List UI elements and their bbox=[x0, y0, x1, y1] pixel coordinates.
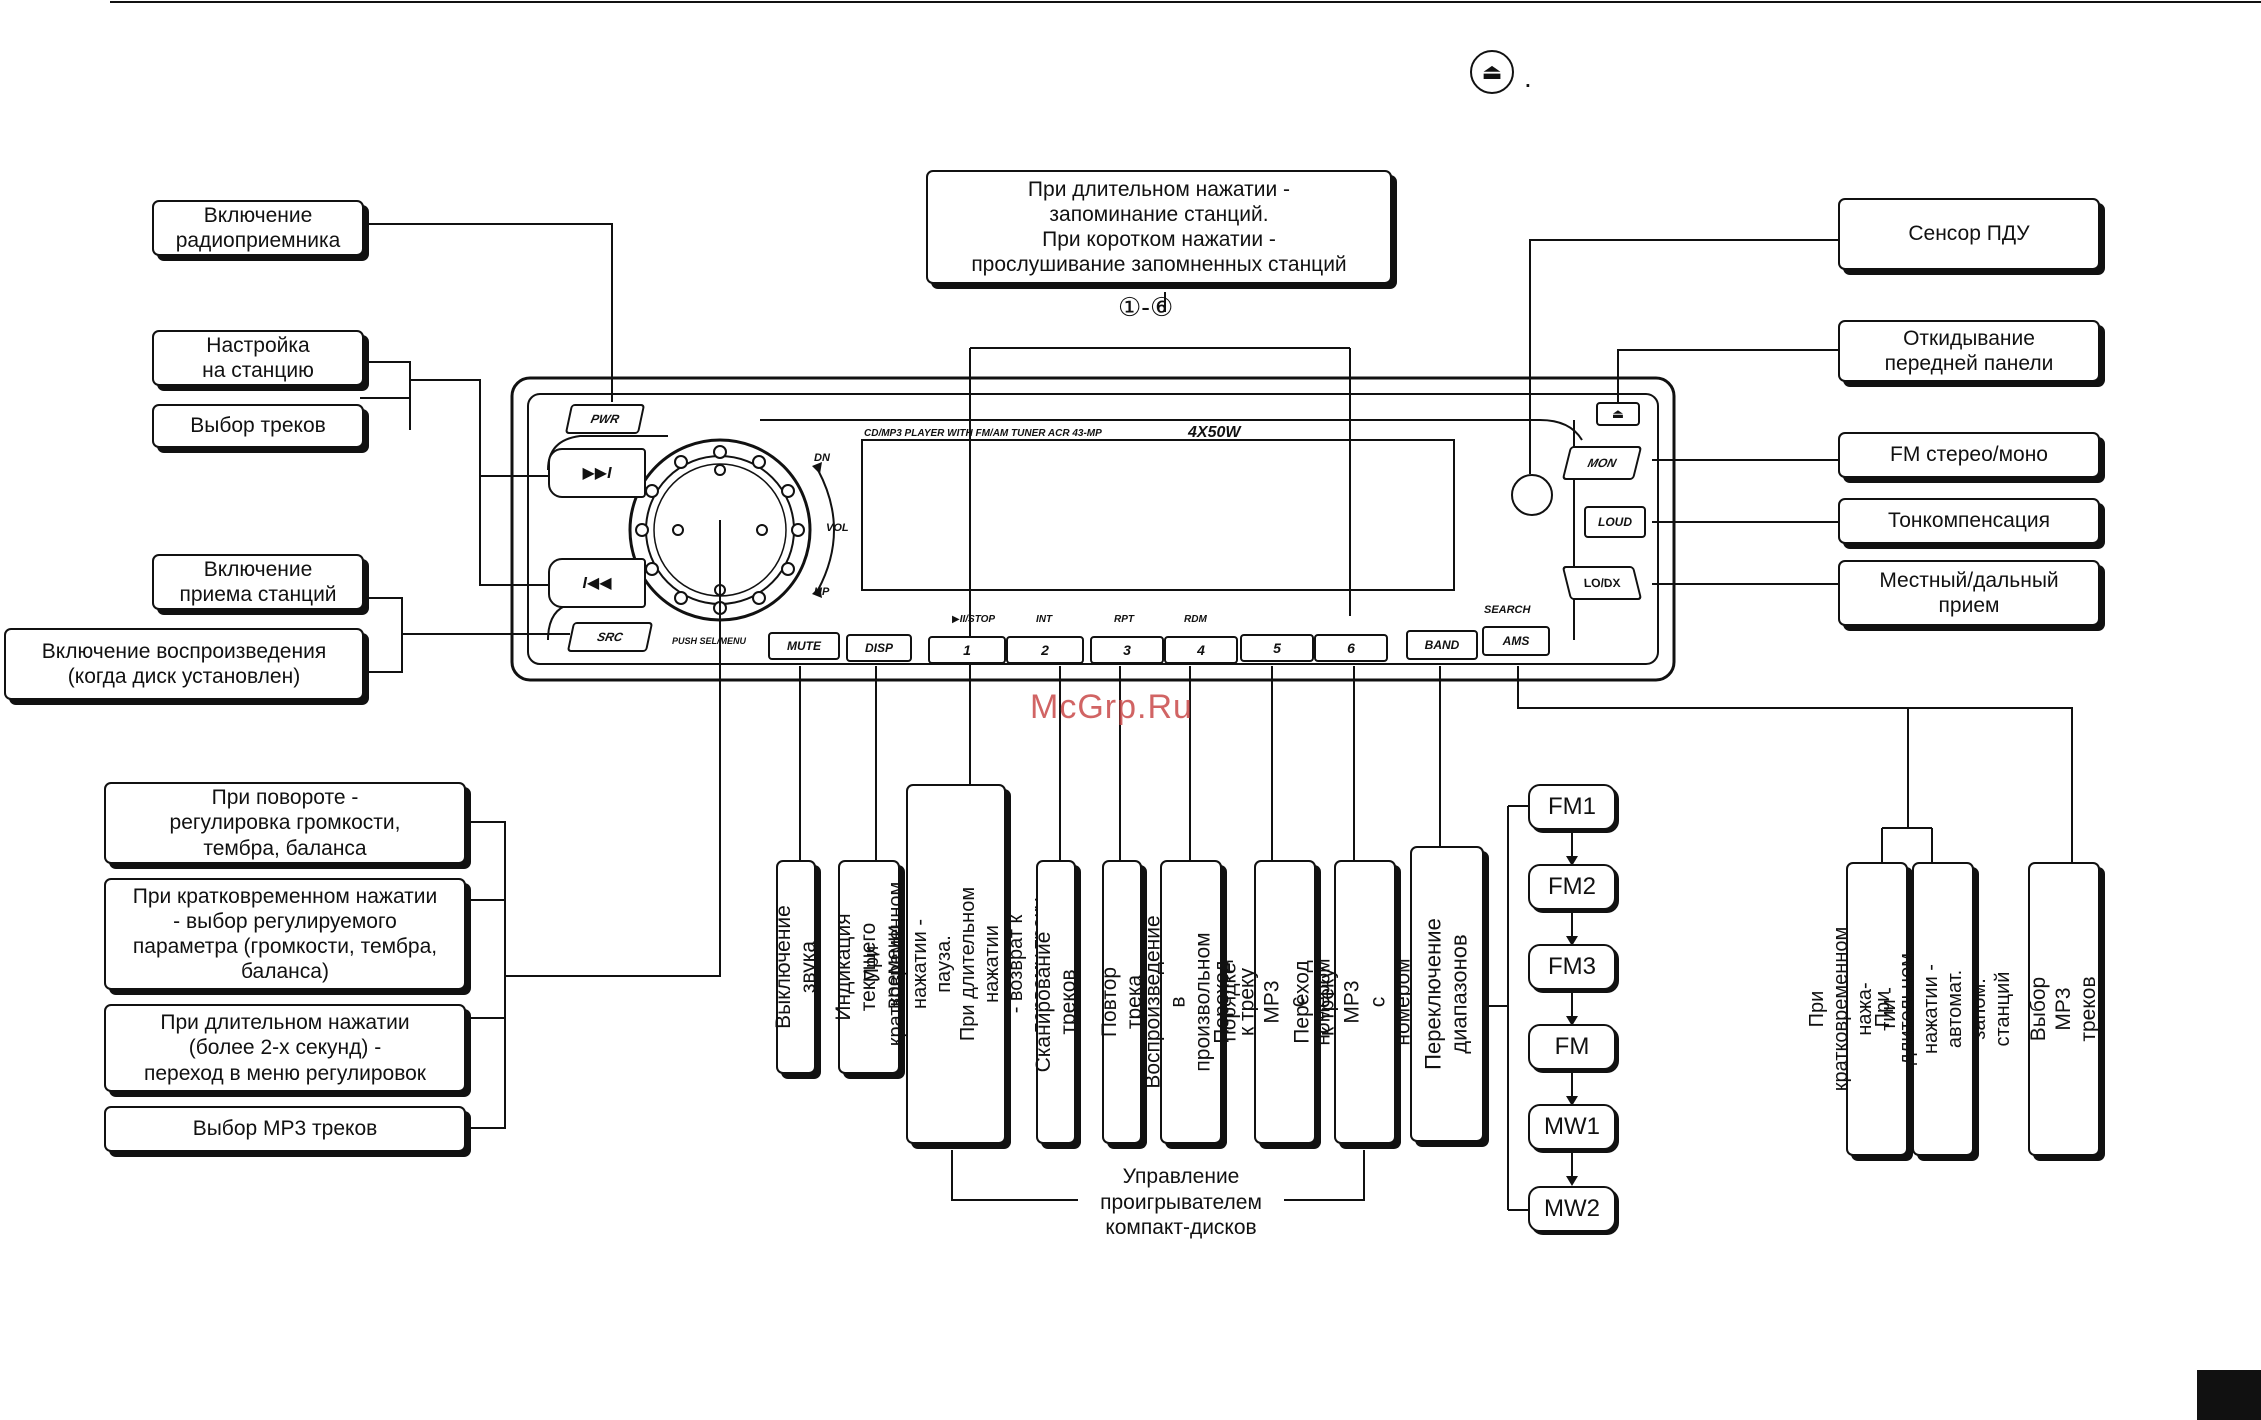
preset-range-label: ①-⑥ bbox=[1118, 292, 1174, 322]
band-fm: FM bbox=[1528, 1024, 1616, 1070]
callout-mp3-left: Выбор MP3 треков bbox=[104, 1106, 466, 1152]
cd-control-label: Управление проигрывателем компакт-дисков bbox=[1078, 1164, 1284, 1241]
loud-key[interactable]: LOUD bbox=[1584, 506, 1646, 538]
band-fm1: FM1 bbox=[1528, 784, 1616, 830]
callout-remote-sensor: Сенсор ПДУ bbox=[1838, 198, 2100, 270]
callout-long-press: При длительном нажатии (более 2-х секунд… bbox=[104, 1004, 466, 1092]
dial-push-label: PUSH SEL/MENU bbox=[672, 636, 747, 646]
key-top-rdm: RDM bbox=[1184, 614, 1207, 625]
callout-presets: При длительном нажатии - запоминание ста… bbox=[926, 170, 1392, 284]
vcallout-repeat-text: Повтор трека bbox=[1097, 966, 1146, 1038]
lodx-key[interactable]: LO/DX bbox=[1561, 566, 1643, 600]
band-mw1: MW1 bbox=[1528, 1104, 1616, 1150]
vcallout-mp3-right: Выбор MP3 треков bbox=[2027, 862, 2101, 1156]
vcallout-plus10: Переход к треку MP3 с номером +10 bbox=[1290, 860, 1439, 1144]
vcallout-pause-text: При кратковременном нажатии - пауза. При… bbox=[861, 881, 1051, 1047]
callout-tune-station: Настройка на станцию bbox=[152, 330, 364, 386]
mon-key[interactable]: MON bbox=[1561, 446, 1643, 480]
page-corner-marker bbox=[2197, 1370, 2261, 1420]
vcallout-pause: При кратковременном нажатии - пауза. При… bbox=[861, 784, 1051, 1144]
callout-loudness: Тонкомпенсация bbox=[1838, 498, 2100, 544]
preset-2-key[interactable]: 2 bbox=[1006, 636, 1084, 664]
watermark: McGrp.Ru bbox=[1030, 688, 1193, 726]
vcallout-mute-text: Выключение звука bbox=[771, 905, 820, 1029]
ams-key[interactable]: AMS bbox=[1482, 626, 1550, 656]
band-key[interactable]: BAND bbox=[1406, 630, 1478, 660]
callout-station-receive: Включение приема станций bbox=[152, 554, 364, 610]
callout-panel-flip: Откидывание передней панели bbox=[1838, 320, 2100, 382]
preset-6-key[interactable]: 6 bbox=[1314, 634, 1388, 662]
prev-key[interactable]: I◀◀ bbox=[548, 558, 646, 608]
vcallout-random: Воспроизведение в произвольном порядке bbox=[1142, 860, 1240, 1144]
preset-1-key[interactable]: 1 bbox=[928, 636, 1006, 664]
dial-dn-label: DN bbox=[814, 452, 830, 464]
band-mw2: MW2 bbox=[1528, 1186, 1616, 1232]
model-line: CD/MP3 PLAYER WITH FM/AM TUNER ACR 43-MP bbox=[864, 428, 1102, 439]
power-rating: 4X50W bbox=[1188, 424, 1241, 441]
eject-icon: ⏏ bbox=[1470, 50, 1514, 94]
eject-dot: . bbox=[1524, 62, 1532, 93]
eject-key[interactable]: ⏏ bbox=[1596, 402, 1640, 426]
preset-4-key[interactable]: 4 bbox=[1164, 636, 1238, 664]
preset-5-key[interactable]: 5 bbox=[1240, 634, 1314, 662]
vcallout-repeat: Повтор трека bbox=[1098, 860, 1146, 1144]
callout-playback-on: Включение воспроизведения (когда диск ус… bbox=[4, 628, 364, 700]
band-fm2: FM2 bbox=[1528, 864, 1616, 910]
key-top-stop: ▶II/STOP bbox=[952, 614, 996, 625]
vcallout-ams-short: При кратковременном нажа- тии - сканиров… bbox=[1806, 862, 1948, 1156]
vcallout-ams-long: При длительном нажатии - автомат. запом.… bbox=[1872, 862, 2014, 1156]
vcallout-scan: Сканирование треков bbox=[1032, 860, 1080, 1144]
callout-rotate: При повороте - регулировка громкости, те… bbox=[104, 782, 466, 864]
next-key[interactable]: ▶▶I bbox=[548, 448, 646, 498]
src-key[interactable]: SRC bbox=[566, 622, 654, 652]
dial-vol-label: VOL bbox=[826, 522, 849, 534]
disp-key[interactable]: DISP bbox=[846, 634, 912, 662]
vcallout-scan-text: Сканирование треков bbox=[1031, 931, 1080, 1073]
vcallout-time: Индикация текущего времени bbox=[832, 860, 906, 1074]
dial-up-label: UP bbox=[814, 586, 830, 598]
vcallout-band-switch-text: Переключение диапазонов bbox=[1420, 918, 1472, 1070]
mute-key[interactable]: MUTE bbox=[768, 632, 840, 660]
key-top-search: SEARCH bbox=[1484, 604, 1531, 616]
key-top-rpt: RPT bbox=[1114, 614, 1134, 625]
vcallout-ams-long-text: При длительном нажатии - автомат. запом.… bbox=[1872, 953, 2014, 1065]
callout-short-press: При кратковременном нажатии - выбор регу… bbox=[104, 878, 466, 990]
pwr-key[interactable]: PWR bbox=[564, 404, 646, 434]
band-fm3: FM3 bbox=[1528, 944, 1616, 990]
vcallout-mp3-right-text: Выбор MP3 треков bbox=[2027, 976, 2101, 1042]
key-top-int: INT bbox=[1036, 614, 1053, 625]
vcallout-band-switch: Переключение диапазонов bbox=[1410, 846, 1484, 1142]
callout-radio-on: Включение радиоприемника bbox=[152, 200, 364, 256]
vcallout-mute: Выключение звука bbox=[772, 860, 820, 1074]
callout-local-dx: Местный/дальный прием bbox=[1838, 560, 2100, 626]
preset-3-key[interactable]: 3 bbox=[1090, 636, 1164, 664]
callout-track-select-top: Выбор треков bbox=[152, 404, 364, 448]
callout-fm-stereo: FM стерео/моно bbox=[1838, 432, 2100, 478]
vcallout-minus10: Переход к треку MP3 с номером -10 bbox=[1210, 860, 1359, 1144]
